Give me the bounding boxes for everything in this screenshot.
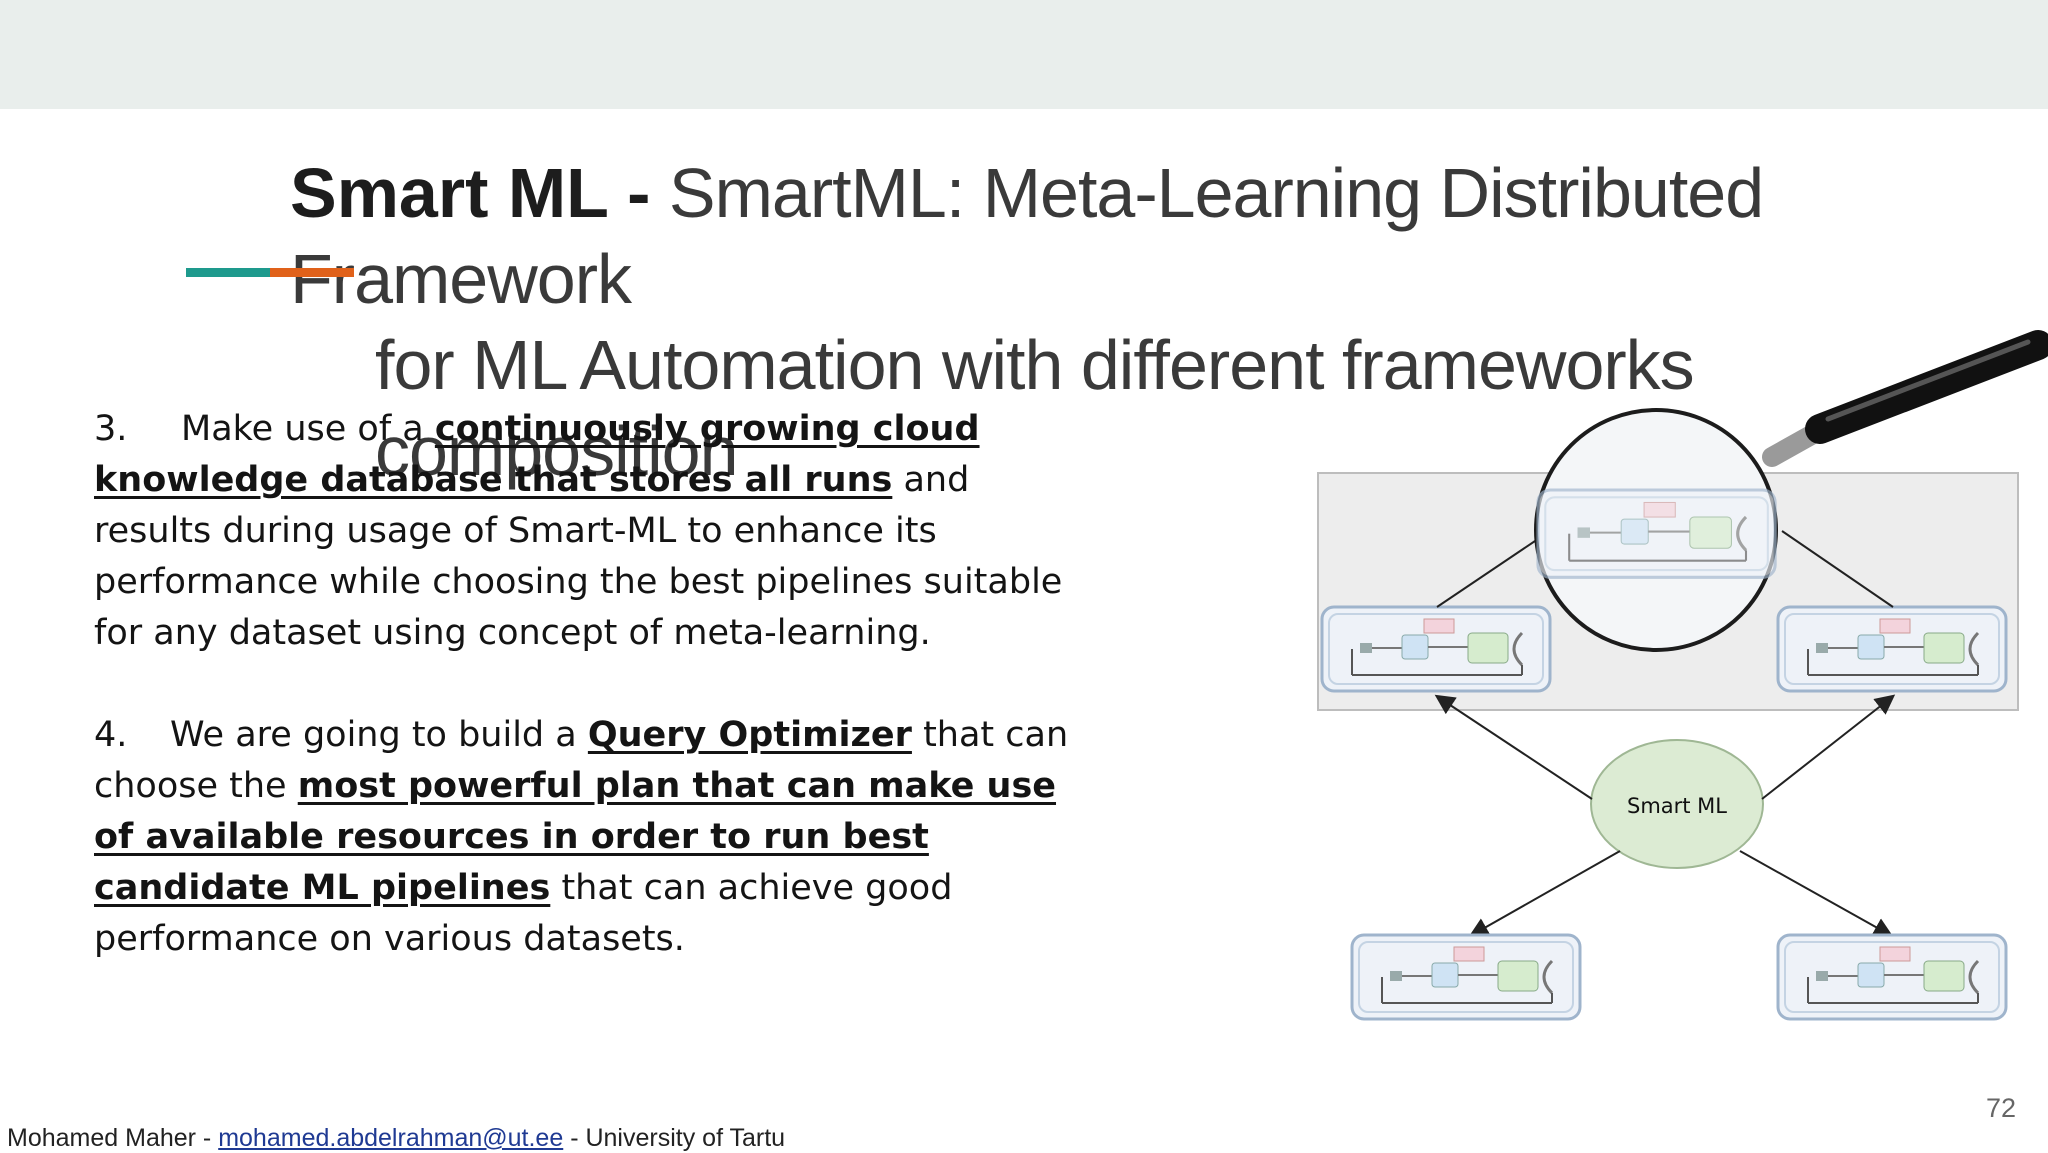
pipeline-node-top-left bbox=[1320, 605, 1552, 693]
arrow-to-top-left bbox=[1434, 694, 1593, 800]
item-4-mid: that can choose the bbox=[94, 715, 1069, 806]
title-bold: Smart ML - bbox=[290, 154, 651, 232]
link-top-left bbox=[1436, 538, 1539, 608]
pipeline-node-top-right bbox=[1776, 605, 2008, 693]
arrow-to-top-right bbox=[1761, 694, 1896, 800]
item-3-emphasis: continuously growing cloud knowledge dat… bbox=[94, 409, 980, 500]
accent-bar-teal bbox=[186, 268, 270, 277]
smart-ml-label: Smart ML bbox=[1627, 794, 1727, 818]
arrow-to-bottom-right bbox=[1739, 850, 1894, 937]
item-4-number: 4. bbox=[94, 715, 128, 755]
item-4-pre: We are going to build a bbox=[170, 715, 577, 755]
slide-title: Smart ML - SmartML: Meta-Learning Distri… bbox=[290, 150, 1930, 494]
smart-ml-diagram: Smart ML bbox=[1317, 330, 2048, 1021]
item-4-emphasis-2: most powerful plan that can make use of … bbox=[94, 766, 1057, 908]
item-3-number: 3. bbox=[94, 409, 128, 449]
footer-email-link[interactable]: mohamed.abdelrahman@ut.ee bbox=[218, 1124, 564, 1152]
pipeline-node-bottom-left bbox=[1350, 933, 1582, 1021]
title-line-2: for ML Automation with different framewo… bbox=[375, 326, 1695, 490]
pipeline-node-bottom-right bbox=[1776, 933, 2008, 1021]
footer-affiliation: - University of Tartu bbox=[570, 1124, 786, 1152]
item-4-post: that can achieve good performance on var… bbox=[94, 868, 953, 959]
magnifier-handle bbox=[1762, 330, 2048, 467]
link-top-right bbox=[1781, 530, 1894, 608]
item-3-pre: Make use of a bbox=[181, 409, 424, 449]
item-3-post: and results during usage of Smart-ML to … bbox=[94, 460, 1063, 653]
body-text: 3. Make use of a continuously growing clo… bbox=[94, 404, 1094, 965]
title-line-1: SmartML: Meta-Learning Distributed Frame… bbox=[290, 154, 1764, 318]
footer: Mohamed Maher - mohamed.abdelrahman@ut.e… bbox=[7, 1124, 785, 1153]
arrow-to-bottom-left bbox=[1468, 850, 1621, 937]
footer-author: Mohamed Maher - bbox=[7, 1124, 212, 1152]
top-band bbox=[0, 0, 2048, 109]
list-item-4: 4. We are going to build a Query Optimize… bbox=[94, 710, 1094, 965]
accent-bar-orange bbox=[270, 268, 354, 277]
page-number: 72 bbox=[1985, 1093, 2016, 1123]
magnified-node bbox=[1536, 488, 1777, 579]
list-item-3: 3. Make use of a continuously growing clo… bbox=[94, 404, 1094, 659]
smart-ml-node bbox=[1590, 739, 1764, 869]
item-4-emphasis-1: Query Optimizer bbox=[587, 715, 912, 755]
